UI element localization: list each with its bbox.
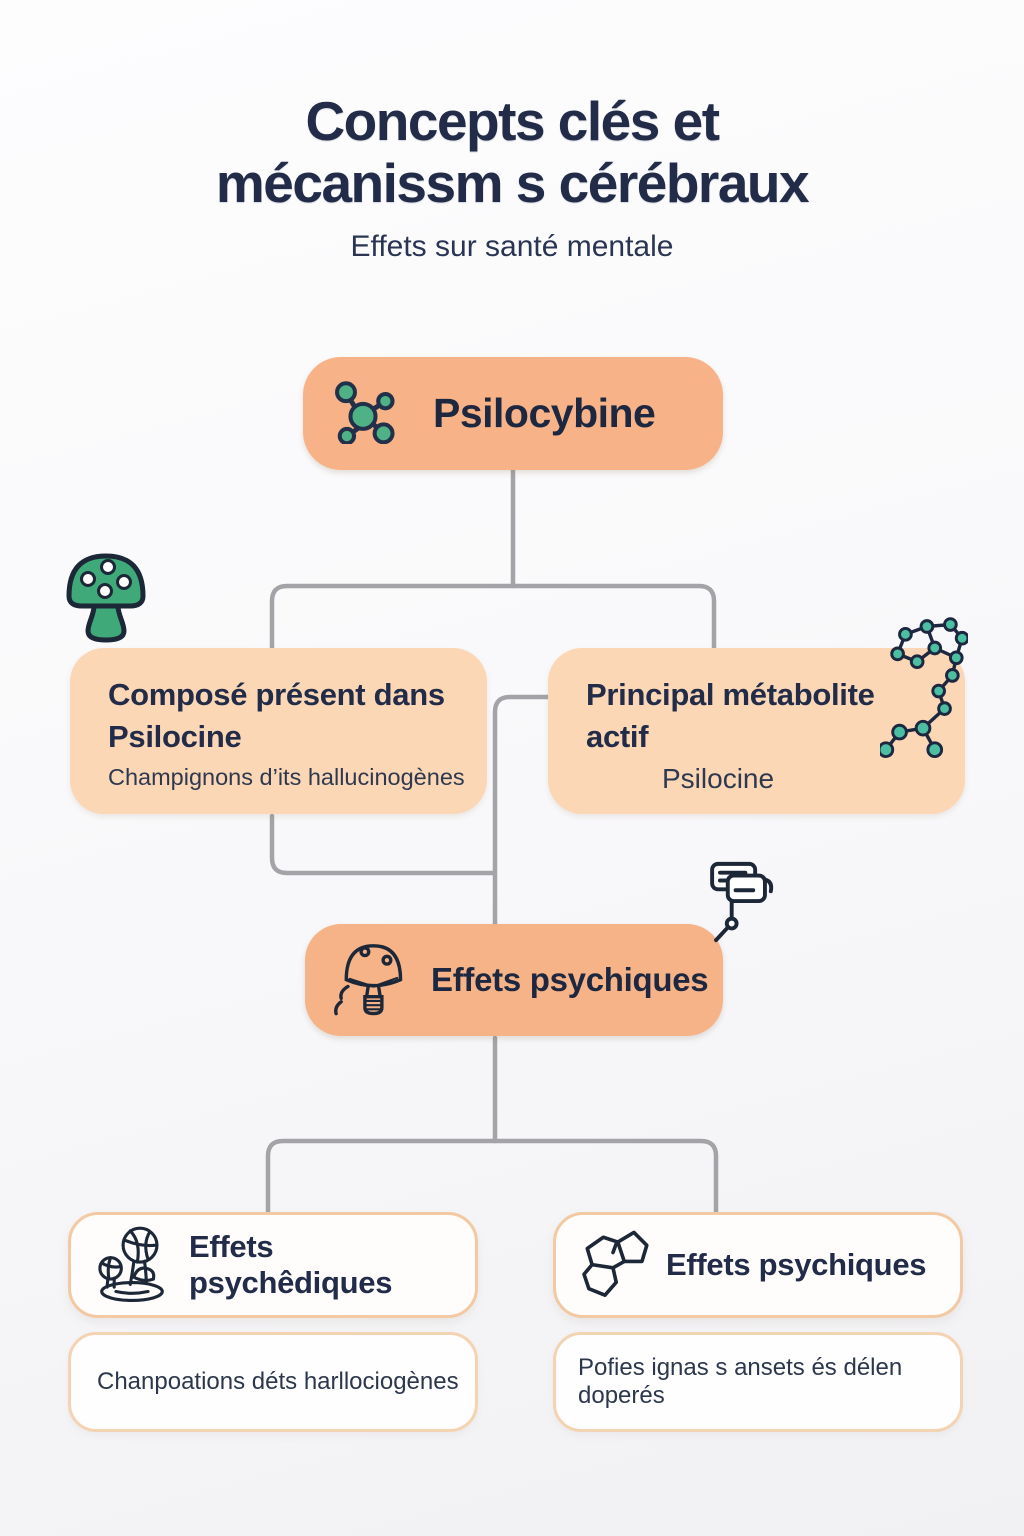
node-effets-psychiques-bottom: Effets psychiques	[553, 1212, 963, 1318]
header: Concepts clés et mécanissm s cérébraux E…	[0, 90, 1024, 264]
node-compose-title-line1: Composé présent dans	[108, 677, 445, 712]
node-effets-psychediques: Effets psychêdiques	[68, 1212, 478, 1318]
note-left: Chanpoations déts harllociogènes	[68, 1332, 478, 1432]
node-psilocybine-label: Psilocybine	[433, 390, 656, 436]
mushrooms-plate-icon	[91, 1222, 173, 1309]
node-compose-description: Champignons d’its hallucinogènes	[108, 764, 465, 791]
node-effets-psychiques-mid-label: Effets psychiques	[431, 961, 709, 998]
outline-mushroom-icon	[331, 937, 409, 1024]
page-subtitle: Effets sur santé mentale	[350, 230, 674, 264]
molecule-structure-icon	[877, 616, 970, 773]
page-title-line1: Concepts clés et	[305, 90, 720, 152]
node-psilocybine: Psilocybine	[303, 357, 723, 470]
note-right: Pofies ignas s ansets és délen doperés	[553, 1332, 963, 1432]
node-compose-title-line2: Psilocine	[108, 718, 242, 754]
node-compose-title: Composé présent dans Psilocine	[108, 674, 469, 757]
page-title-line2: mécanissm s cérébraux	[215, 152, 810, 215]
node-principal-title: Principal métabolite actif	[586, 674, 947, 757]
node-compose-present: Composé présent dans Psilocine Champigno…	[70, 648, 487, 814]
node-principal-title-line2: actif	[586, 718, 649, 754]
note-right-text: Pofies ignas s ansets és délen doperés	[578, 1354, 903, 1409]
molecule-nodes-icon	[329, 378, 397, 449]
node-effets-psychiques-bottom-label: Effets psychiques	[666, 1247, 927, 1282]
polygon-rings-icon	[576, 1226, 650, 1305]
green-mushroom-icon	[60, 549, 152, 650]
note-left-text: Chanpoations déts harllociogènes	[97, 1368, 459, 1395]
page-title: Concepts clés et mécanissm s cérébraux	[0, 90, 1024, 214]
node-effets-psychiques-mid: Effets psychiques	[305, 924, 723, 1036]
node-effets-psychediques-label: Effets psychêdiques	[189, 1229, 393, 1300]
chat-bubbles-icon	[698, 858, 782, 951]
node-principal-description: Psilocine	[662, 763, 775, 795]
node-principal-title-line1: Principal métabolite	[586, 677, 875, 712]
